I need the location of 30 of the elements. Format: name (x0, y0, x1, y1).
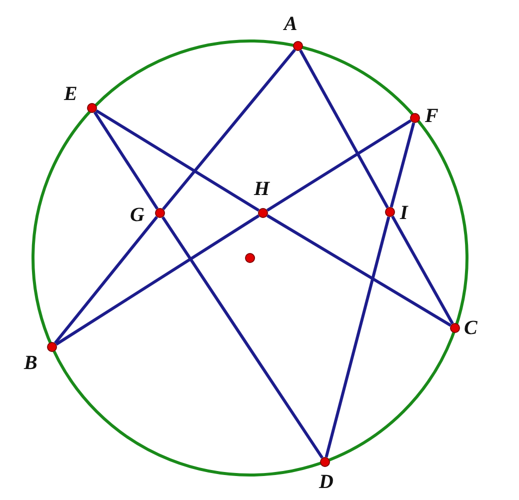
line-segment (266, 119, 412, 212)
point-marker (385, 207, 395, 217)
point-label: A (284, 14, 298, 34)
line-segment (266, 214, 452, 327)
line-segment (54, 216, 158, 344)
line-segment (162, 216, 324, 459)
line-segment (299, 50, 389, 208)
point-marker (258, 208, 268, 218)
point-label: F (425, 106, 438, 126)
line-segment (324, 216, 390, 458)
point-label: E (64, 84, 78, 104)
point-label: H (254, 179, 270, 199)
point-marker (450, 323, 460, 333)
point-label: I (400, 203, 408, 223)
point-label: B (24, 353, 38, 373)
line-segment (162, 48, 296, 210)
line-segment (93, 111, 159, 210)
point-marker (47, 342, 57, 352)
point-marker (87, 103, 97, 113)
point-marker (410, 113, 420, 123)
point-marker (320, 457, 330, 467)
point-label: C (464, 318, 478, 338)
line-segment (95, 109, 260, 212)
point-label: D (319, 472, 334, 492)
center-point (245, 253, 255, 263)
line-segment (391, 216, 454, 324)
point-marker (293, 41, 303, 51)
line-segment (390, 122, 416, 208)
line-segment (55, 214, 260, 346)
point-label: G (130, 205, 144, 225)
